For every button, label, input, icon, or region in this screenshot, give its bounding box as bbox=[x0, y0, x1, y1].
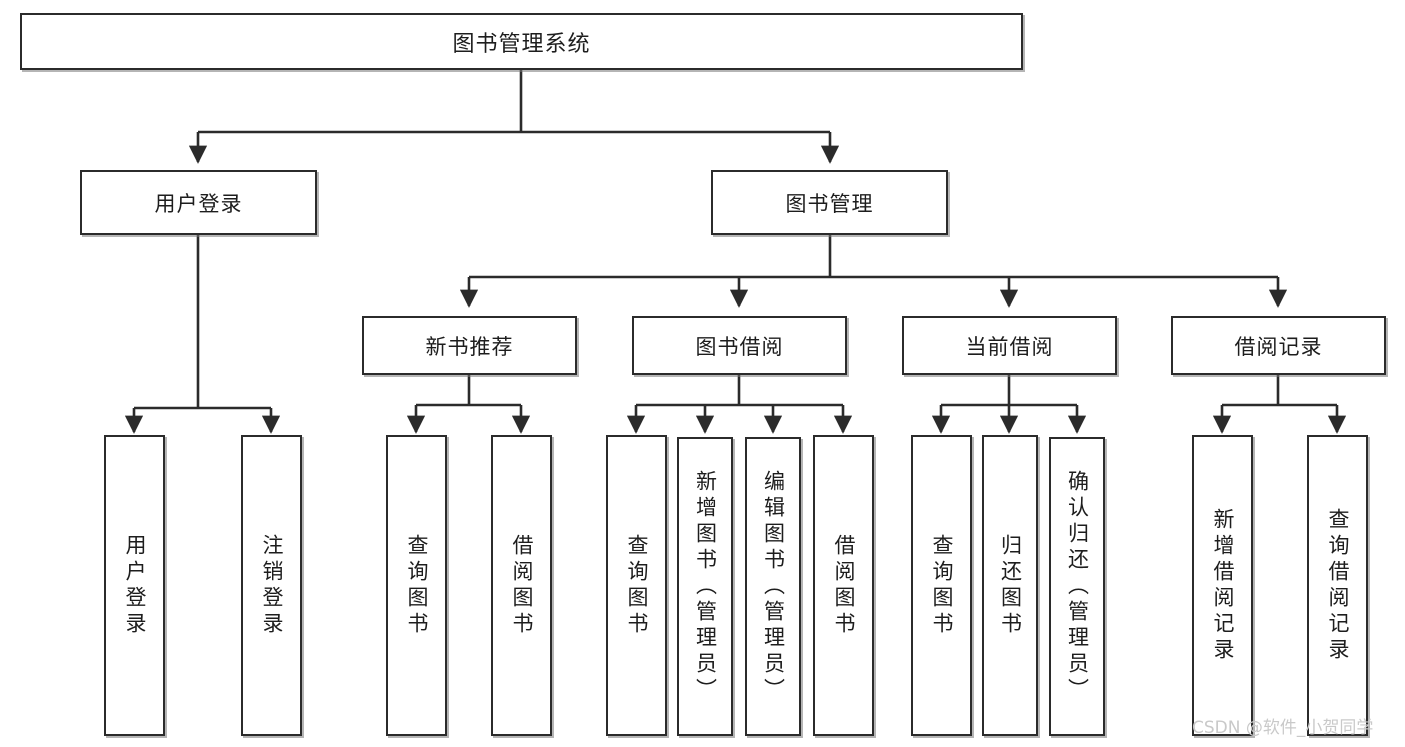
node-label: 借阅图书 bbox=[510, 533, 534, 638]
node-label: 用户登录 bbox=[123, 533, 147, 638]
node-label: 图书借阅 bbox=[695, 334, 784, 359]
leaf-record-query-borrow-record[interactable]: 查询借阅记录 bbox=[1307, 435, 1368, 736]
leaf-current-return-book[interactable]: 归还图书 bbox=[982, 435, 1038, 736]
node-label: 当前借阅 bbox=[965, 334, 1054, 359]
node-book-borrow[interactable]: 图书借阅 bbox=[632, 316, 847, 375]
node-label: 查询图书 bbox=[405, 533, 429, 638]
node-label: 查询图书 bbox=[625, 533, 649, 638]
node-label: 图书管理 bbox=[785, 191, 874, 216]
leaf-borrow-add-book-admin[interactable]: 新增图书（管理员） bbox=[677, 437, 733, 736]
node-new-book-recommend[interactable]: 新书推荐 bbox=[362, 316, 577, 375]
leaf-recommend-query-book[interactable]: 查询图书 bbox=[386, 435, 447, 736]
leaf-recommend-borrow-book[interactable]: 借阅图书 bbox=[491, 435, 552, 736]
node-label: 借阅图书 bbox=[832, 533, 856, 638]
node-label: 确认归还（管理员） bbox=[1065, 469, 1090, 704]
node-label: 图书管理系统 bbox=[452, 31, 591, 57]
node-label: 注销登录 bbox=[260, 533, 284, 638]
leaf-current-confirm-return-admin[interactable]: 确认归还（管理员） bbox=[1049, 437, 1105, 736]
leaf-current-query-book[interactable]: 查询图书 bbox=[911, 435, 972, 736]
leaf-borrow-borrow-book[interactable]: 借阅图书 bbox=[813, 435, 874, 736]
node-label: 编辑图书（管理员） bbox=[761, 469, 786, 704]
node-label: 新增借阅记录 bbox=[1211, 507, 1235, 664]
leaf-borrow-query-book[interactable]: 查询图书 bbox=[606, 435, 667, 736]
node-label: 查询图书 bbox=[930, 533, 954, 638]
leaf-user-login-logout[interactable]: 注销登录 bbox=[241, 435, 302, 736]
leaf-borrow-edit-book-admin[interactable]: 编辑图书（管理员） bbox=[745, 437, 801, 736]
node-label: 借阅记录 bbox=[1234, 334, 1323, 359]
node-label: 用户登录 bbox=[154, 191, 243, 216]
node-book-management[interactable]: 图书管理 bbox=[711, 170, 948, 235]
node-label: 新增图书（管理员） bbox=[693, 469, 718, 704]
leaf-user-login-login[interactable]: 用户登录 bbox=[104, 435, 165, 736]
node-borrow-record[interactable]: 借阅记录 bbox=[1171, 316, 1386, 375]
node-user-login[interactable]: 用户登录 bbox=[80, 170, 317, 235]
node-label: 新书推荐 bbox=[425, 334, 514, 359]
node-label: 归还图书 bbox=[998, 533, 1023, 638]
node-current-borrow[interactable]: 当前借阅 bbox=[902, 316, 1117, 375]
csdn-watermark: CSDN @软件_小贺同学 bbox=[1192, 718, 1374, 738]
node-root-book-management-system[interactable]: 图书管理系统 bbox=[20, 13, 1023, 70]
node-label: 查询借阅记录 bbox=[1326, 507, 1350, 664]
leaf-record-add-borrow-record[interactable]: 新增借阅记录 bbox=[1192, 435, 1253, 736]
